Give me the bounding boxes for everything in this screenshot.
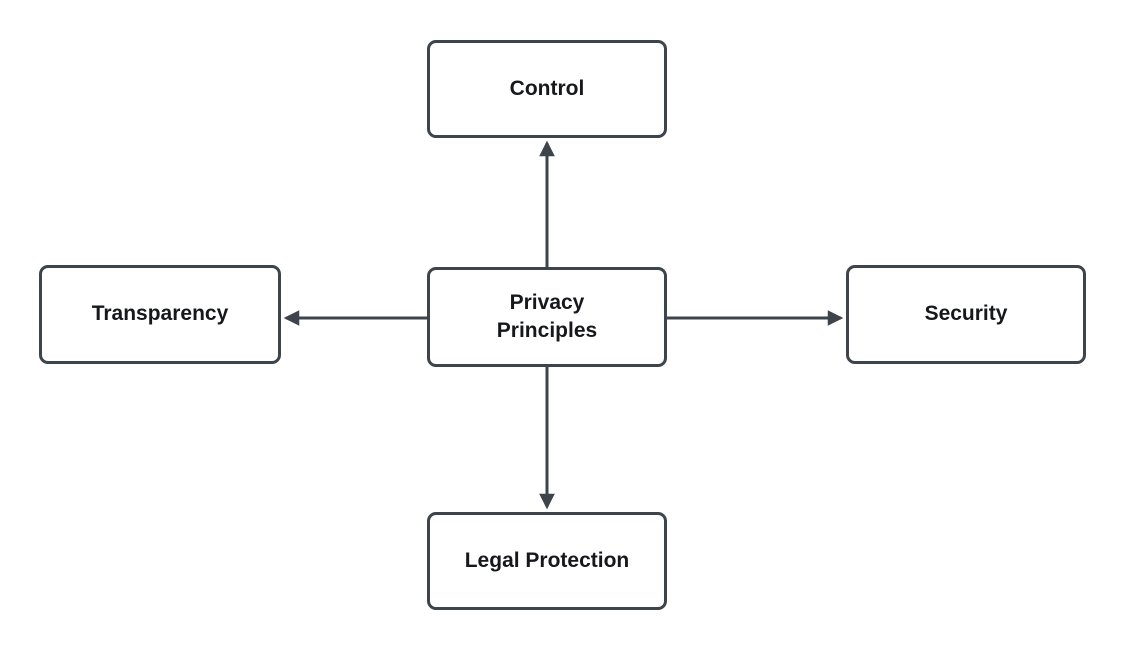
node-privacy-principles-label: Privacy Principles (496, 290, 598, 342)
node-control-label: Control (509, 76, 585, 100)
node-transparency-label: Transparency (91, 302, 229, 326)
node-legal-protection-label: Legal Protection (464, 548, 630, 572)
node-control[interactable]: Control (427, 40, 667, 138)
node-legal-protection[interactable]: Legal Protection (427, 512, 667, 610)
node-transparency[interactable]: Transparency (39, 265, 281, 364)
node-security-label: Security (924, 302, 1008, 326)
node-privacy-principles[interactable]: Privacy Principles (427, 267, 667, 367)
node-security[interactable]: Security (846, 265, 1086, 364)
